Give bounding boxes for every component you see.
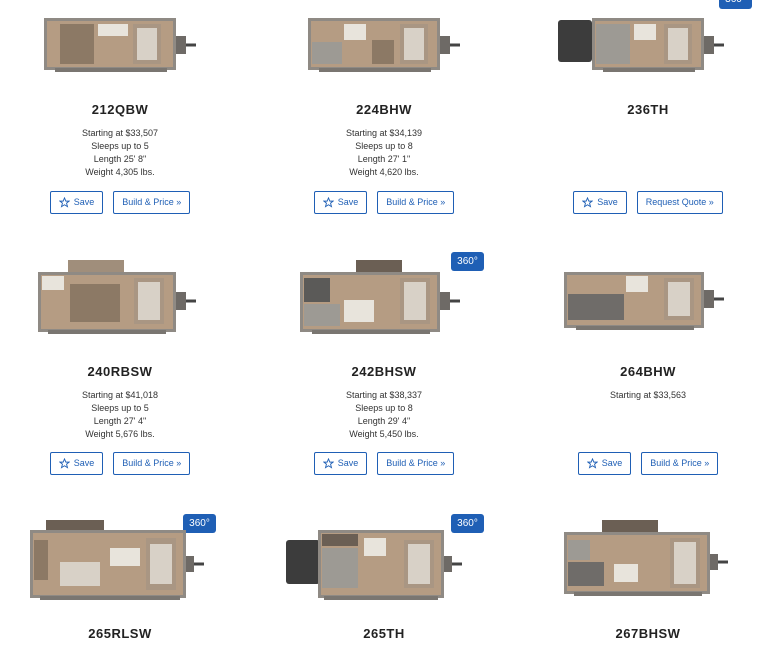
floorplan-card: 264BHW Starting at $33,563 Save Build & …	[528, 256, 768, 475]
floorplan-drawing	[300, 260, 460, 334]
build-price-button[interactable]: Build & Price »	[113, 191, 191, 214]
build-price-button[interactable]: Build & Price »	[377, 191, 455, 214]
spec-starting-price: Starting at $38,337	[345, 390, 423, 400]
model-name[interactable]: 224BHW	[356, 102, 412, 117]
spec-starting-price: Starting at $33,563	[609, 390, 687, 400]
floorplan-card: 224BHW Starting at $34,139 Sleeps up to …	[264, 0, 504, 214]
save-button-label: Save	[337, 197, 359, 207]
star-icon	[322, 197, 334, 208]
star-icon	[58, 458, 70, 469]
star-icon	[322, 458, 334, 469]
spec-length: Length 25' 8"	[93, 154, 147, 164]
model-name[interactable]: 240RBSW	[87, 364, 153, 379]
floorplan-image[interactable]	[0, 518, 240, 603]
save-button[interactable]: Save	[313, 191, 368, 214]
floorplan-image[interactable]	[0, 10, 240, 95]
save-button[interactable]: Save	[573, 191, 627, 214]
build-price-button[interactable]: Build & Price »	[377, 452, 455, 475]
model-specs: Starting at $38,337 Sleeps up to 8 Lengt…	[264, 389, 504, 441]
model-specs: Starting at $33,563	[528, 389, 768, 402]
save-button[interactable]: Save	[577, 452, 632, 475]
floorplan-card: 360° 242BHSW Starting at $38,337 Sleeps …	[264, 252, 504, 475]
floorplan-image[interactable]	[264, 518, 504, 603]
floorplan-image[interactable]	[264, 256, 504, 341]
spec-length: Length 27' 1"	[357, 154, 411, 164]
save-button[interactable]: Save	[313, 452, 368, 475]
model-name[interactable]: 264BHW	[620, 364, 676, 379]
360-view-badge[interactable]: 360°	[451, 514, 484, 533]
save-button-label: Save	[73, 458, 95, 468]
spec-sleeps: Sleeps up to 8	[355, 141, 413, 151]
floorplan-image[interactable]	[528, 256, 768, 341]
floorplan-drawing	[286, 530, 462, 600]
save-button-label: Save	[337, 458, 359, 468]
card-actions: Save Build & Price »	[0, 191, 240, 214]
floorplan-card: 240RBSW Starting at $41,018 Sleeps up to…	[0, 256, 240, 475]
model-specs: Starting at $41,018 Sleeps up to 5 Lengt…	[0, 389, 240, 441]
floorplan-image[interactable]	[528, 518, 768, 603]
360-view-badge[interactable]: 360°	[719, 0, 752, 9]
360-view-badge[interactable]: 360°	[451, 252, 484, 271]
floorplan-card: 360° 265TH	[264, 514, 504, 641]
floorplan-image[interactable]	[0, 256, 240, 341]
floorplan-card: 360° 265RLSW	[0, 514, 240, 641]
build-price-button[interactable]: Build & Price »	[113, 452, 191, 475]
floorplan-card: 360° 236TH Save Request Quote »	[528, 0, 768, 214]
request-quote-button[interactable]: Request Quote »	[636, 191, 723, 214]
floorplan-card: 267BHSW	[528, 514, 768, 641]
spec-sleeps: Sleeps up to 5	[91, 403, 149, 413]
spec-starting-price: Starting at $33,507	[81, 128, 159, 138]
star-icon	[582, 197, 594, 208]
spec-sleeps: Sleeps up to 8	[355, 403, 413, 413]
build-price-button[interactable]: Build & Price »	[641, 452, 719, 475]
save-button-label: Save	[597, 197, 618, 207]
spec-starting-price: Starting at $41,018	[81, 390, 159, 400]
model-name[interactable]: 265RLSW	[88, 626, 152, 641]
card-actions: Save Build & Price »	[264, 191, 504, 214]
spec-sleeps: Sleeps up to 5	[91, 141, 149, 151]
spec-weight: Weight 4,305 lbs.	[85, 167, 155, 177]
save-button-label: Save	[601, 458, 623, 468]
floorplan-drawing	[564, 520, 728, 596]
floorplan-image[interactable]	[264, 10, 504, 95]
floorplan-drawing	[44, 18, 196, 72]
360-view-badge[interactable]: 360°	[183, 514, 216, 533]
save-button[interactable]: Save	[49, 452, 104, 475]
spec-weight: Weight 4,620 lbs.	[349, 167, 419, 177]
model-specs: Starting at $33,507 Sleeps up to 5 Lengt…	[0, 127, 240, 179]
save-button-label: Save	[73, 197, 95, 207]
floorplan-card: 212QBW Starting at $33,507 Sleeps up to …	[0, 0, 240, 214]
model-name[interactable]: 265TH	[363, 626, 405, 641]
card-actions: Save Request Quote »	[528, 191, 768, 214]
spec-starting-price: Starting at $34,139	[345, 128, 423, 138]
model-name[interactable]: 267BHSW	[615, 626, 681, 641]
model-name[interactable]: 212QBW	[91, 102, 149, 117]
floorplan-image[interactable]	[528, 10, 768, 95]
save-button[interactable]: Save	[49, 191, 104, 214]
model-specs: Starting at $34,139 Sleeps up to 8 Lengt…	[264, 127, 504, 179]
spec-weight: Weight 5,450 lbs.	[349, 429, 419, 439]
spec-length: Length 27' 4"	[93, 416, 147, 426]
model-name[interactable]: 236TH	[627, 102, 669, 117]
star-icon	[586, 458, 598, 469]
spec-weight: Weight 5,676 lbs.	[85, 429, 155, 439]
floorplan-drawing	[564, 272, 724, 330]
floorplan-drawing	[308, 18, 460, 72]
card-actions: Save Build & Price »	[0, 452, 240, 475]
floorplan-drawing	[558, 18, 724, 72]
model-name[interactable]: 242BHSW	[351, 364, 417, 379]
floorplan-drawing	[30, 520, 204, 600]
card-actions: Save Build & Price »	[264, 452, 504, 475]
spec-length: Length 29' 4"	[357, 416, 411, 426]
star-icon	[58, 197, 70, 208]
card-actions: Save Build & Price »	[528, 452, 768, 475]
floorplan-drawing	[38, 260, 196, 334]
